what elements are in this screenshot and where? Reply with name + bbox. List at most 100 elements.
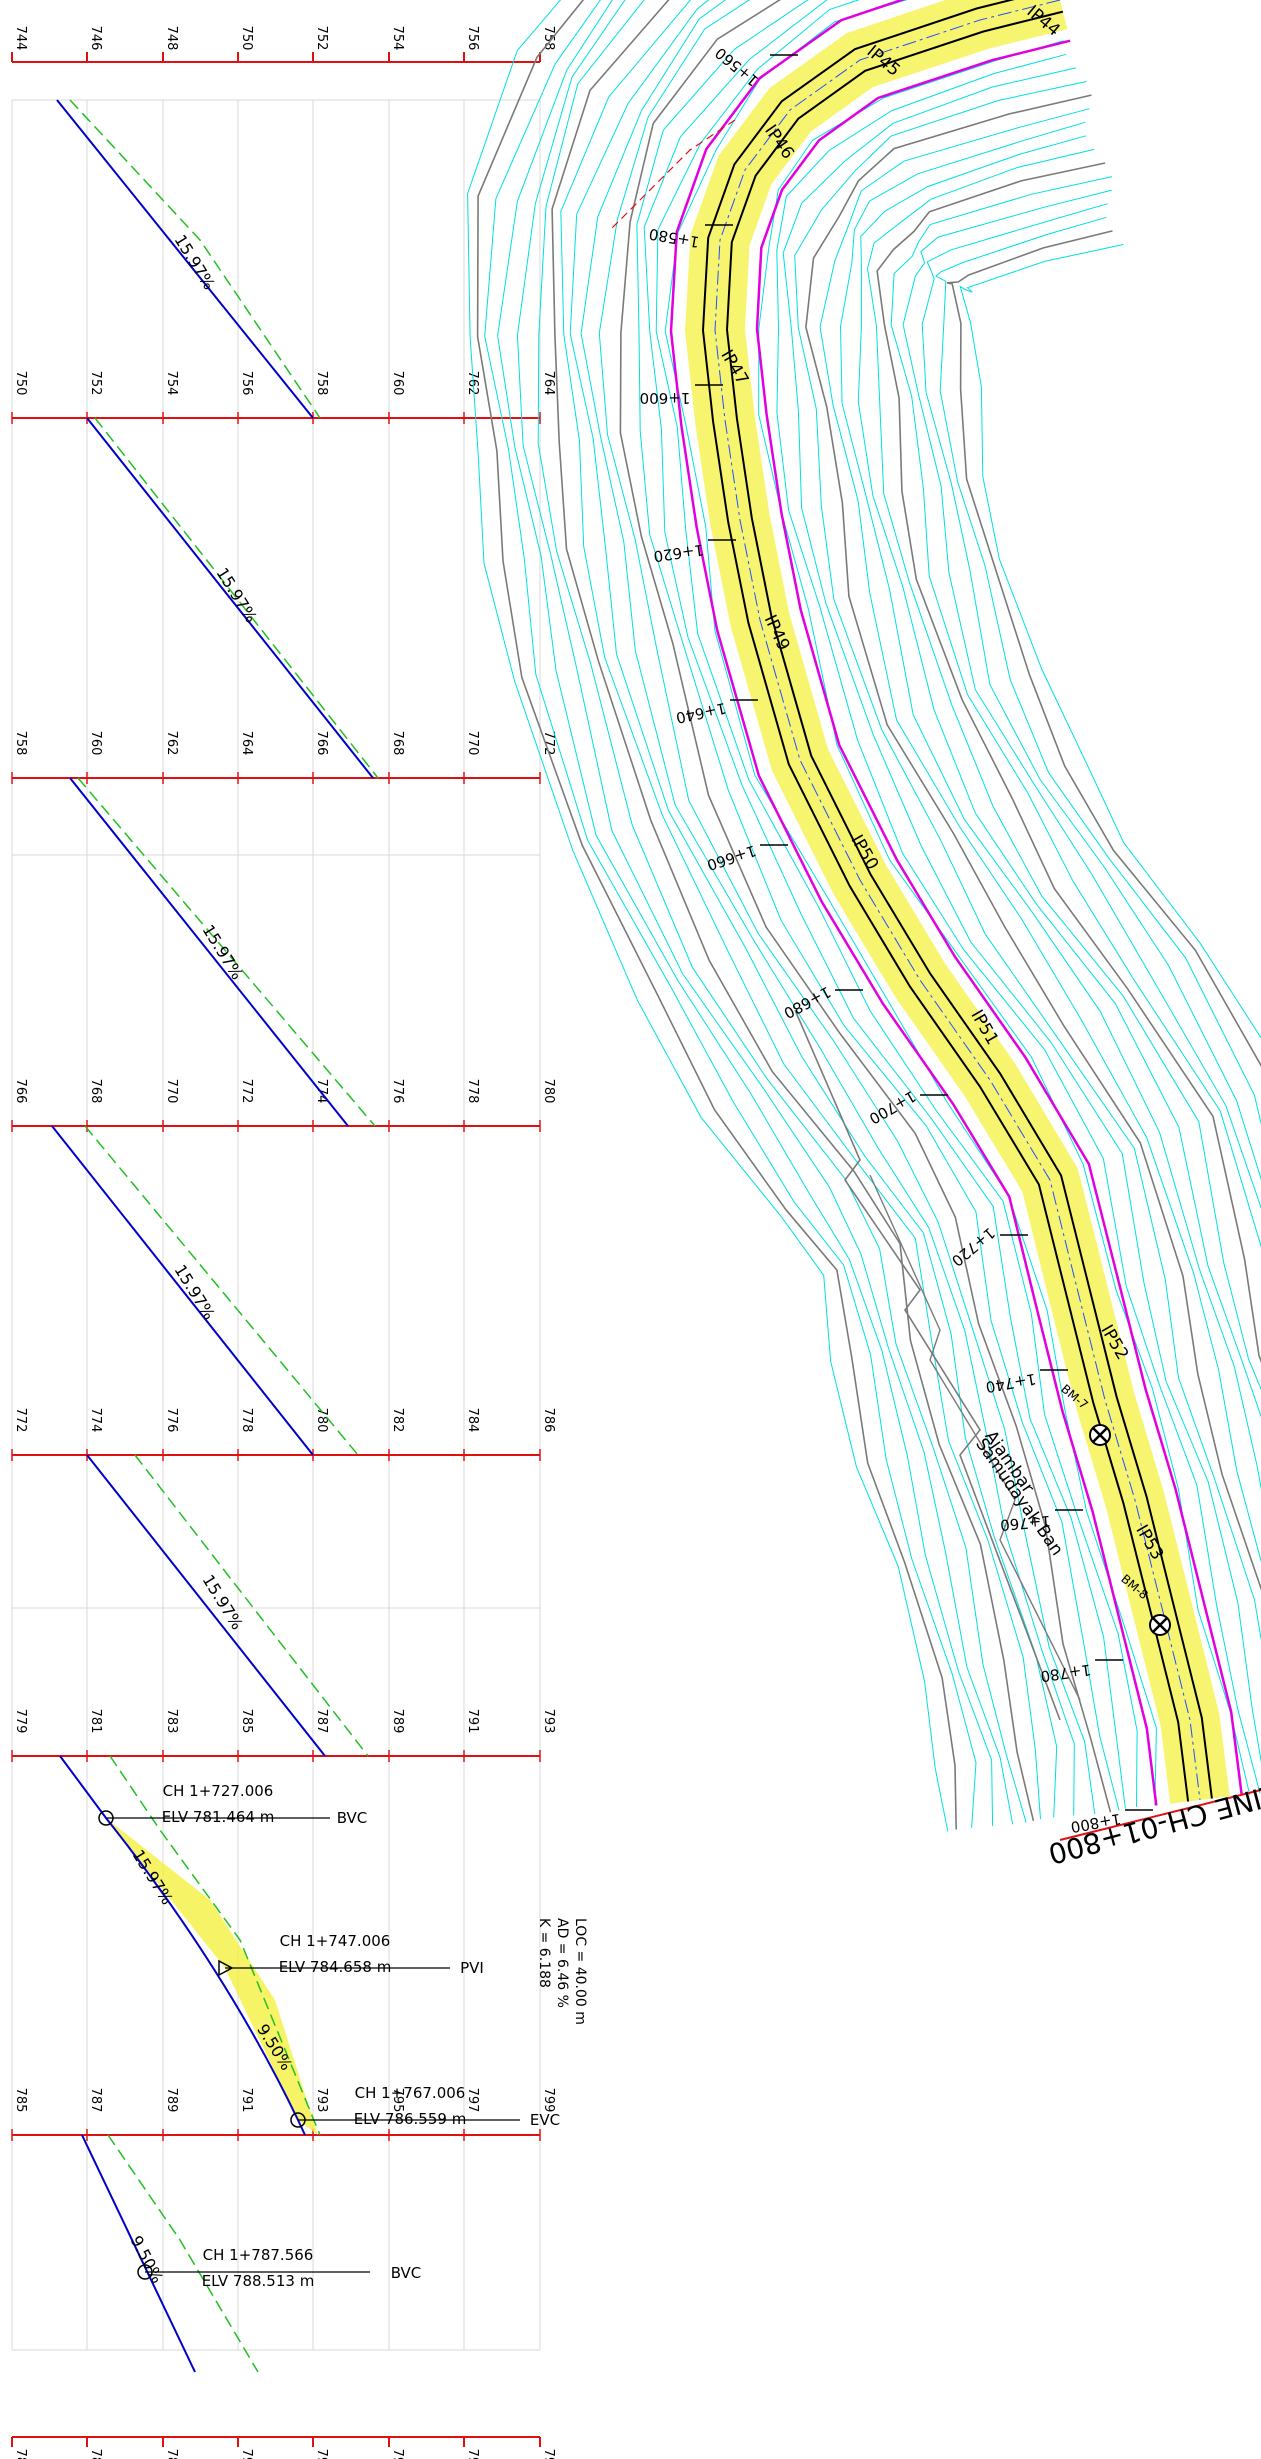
contour-line bbox=[516, 0, 1014, 1825]
axis-tick-label: 762 bbox=[465, 371, 480, 396]
axis-tick-label: 756 bbox=[465, 26, 480, 51]
vc-chainage: CH 1+747.006 bbox=[280, 1932, 391, 1950]
existing-ground-line bbox=[107, 2134, 259, 2373]
axis-tick-label: 785 bbox=[13, 2088, 28, 2113]
design-grade-line bbox=[86, 417, 374, 779]
axis-tick-label: 764 bbox=[239, 731, 254, 756]
benchmark-cross bbox=[1152, 1617, 1168, 1633]
axis-tick-label: 752 bbox=[314, 26, 329, 51]
chainage-label: 1+760 bbox=[999, 1512, 1051, 1534]
axis-tick-label: 779 bbox=[13, 1709, 28, 1734]
axis-tick-label: 791 bbox=[465, 1709, 480, 1734]
vc-point-marker bbox=[218, 1959, 234, 1977]
design-grade-line bbox=[86, 1454, 326, 1757]
contour-line bbox=[484, 0, 977, 1828]
gully-contour bbox=[794, 1009, 1061, 1721]
axis-tick-label: 797 bbox=[465, 2449, 480, 2459]
profile-sheet-4: 15.97% bbox=[51, 1125, 359, 1456]
axis-tick-label: 793 bbox=[541, 1709, 556, 1734]
benchmark-cross bbox=[1092, 1427, 1108, 1443]
axis-tick-label: 778 bbox=[465, 1079, 480, 1104]
axis-tick-label: 778 bbox=[239, 1408, 254, 1433]
axis-tick-label: 770 bbox=[164, 1079, 179, 1104]
vc-point-type: BVC bbox=[337, 1809, 368, 1827]
axis-tick-label: 758 bbox=[541, 26, 556, 51]
axis-tick-label: 786 bbox=[541, 1408, 556, 1433]
vc-point-type: PVI bbox=[460, 1959, 484, 1977]
road-edge-right bbox=[701, 0, 1190, 1802]
road-formation bbox=[685, 0, 1230, 1804]
axis-tick-label: 756 bbox=[239, 371, 254, 396]
vertical-profile: 7447467487507527547567587857877897917937… bbox=[11, 26, 588, 2459]
design-grade-line bbox=[56, 99, 314, 419]
axis-tick-label: 748 bbox=[164, 26, 179, 51]
axis-tick-label: 791 bbox=[239, 2088, 254, 2113]
chainage-label: 1+620 bbox=[652, 541, 705, 566]
vc-chainage: CH 1+727.006 bbox=[163, 1782, 274, 1800]
contour-line bbox=[580, 0, 1075, 1816]
contour-line bbox=[935, 216, 1261, 1126]
axis-tick-label: 752 bbox=[88, 371, 103, 396]
axis-tick-label: 762 bbox=[164, 731, 179, 756]
axis-tick-label: 774 bbox=[88, 1408, 103, 1433]
axis-tick-label: 782 bbox=[390, 1408, 405, 1433]
axis-tick-label: 785 bbox=[239, 1709, 254, 1734]
axis-tick-label: 772 bbox=[541, 731, 556, 756]
contour-lines bbox=[467, 0, 1261, 1832]
axis-tick-label: 799 bbox=[541, 2449, 556, 2459]
axis-tick-label: 768 bbox=[88, 1079, 103, 1104]
road-edge-left bbox=[725, 10, 1213, 1799]
axis-tick-label: 789 bbox=[164, 2088, 179, 2113]
vc-elevation: ELV 784.658 m bbox=[279, 1958, 392, 1976]
contour-line bbox=[857, 135, 1261, 1418]
design-grade-line bbox=[81, 2134, 196, 2373]
contour-line bbox=[598, 0, 1096, 1814]
vc-elevation: ELV 788.513 m bbox=[202, 2272, 315, 2290]
existing-track bbox=[609, 119, 736, 231]
contour-line bbox=[664, 0, 1157, 1806]
contour-line bbox=[776, 53, 1261, 1794]
match-line-stroke bbox=[1059, 1789, 1261, 1841]
chainage-label: 1+680 bbox=[781, 983, 834, 1023]
axis-tick-label: 787 bbox=[314, 1709, 329, 1734]
contour-line bbox=[636, 0, 1120, 1811]
axis-tick-label: 764 bbox=[541, 371, 556, 396]
grade-label: 15.97% bbox=[212, 564, 260, 626]
grade-label: 15.97% bbox=[170, 1261, 218, 1323]
existing-ground-line bbox=[69, 99, 321, 419]
index-contour bbox=[805, 94, 1261, 1591]
index-contour bbox=[476, 0, 957, 1830]
axis-tick-label: 746 bbox=[88, 26, 103, 51]
axis-tick-label: 766 bbox=[13, 1079, 28, 1104]
contour-line bbox=[655, 0, 1138, 1807]
index-contour bbox=[946, 230, 1261, 1067]
axis-tick-label: 789 bbox=[164, 2449, 179, 2459]
index-contour bbox=[876, 162, 1261, 1363]
contour-line bbox=[782, 67, 1261, 1764]
contour-line bbox=[497, 0, 994, 1827]
axis-tick-label: 785 bbox=[13, 2449, 28, 2459]
axis-tick-label: 795 bbox=[390, 2449, 405, 2459]
contour-line bbox=[794, 81, 1261, 1642]
profile-sheet-2: 15.97% bbox=[86, 417, 379, 779]
existing-ground-line bbox=[94, 417, 379, 779]
contour-line bbox=[643, 0, 1126, 1809]
contour-line bbox=[537, 0, 1027, 1823]
axis-tick-label: 793 bbox=[314, 2088, 329, 2113]
index-contour bbox=[619, 0, 1112, 1813]
axis-tick-label: 787 bbox=[88, 2449, 103, 2459]
contour-line bbox=[569, 0, 1058, 1818]
gully-contour bbox=[869, 1174, 1081, 1701]
vc-chainage: CH 1+767.006 bbox=[355, 2084, 466, 2102]
contour-line bbox=[467, 0, 949, 1832]
axis-tick-label: 750 bbox=[239, 26, 254, 51]
existing-ground-line bbox=[77, 777, 376, 1127]
